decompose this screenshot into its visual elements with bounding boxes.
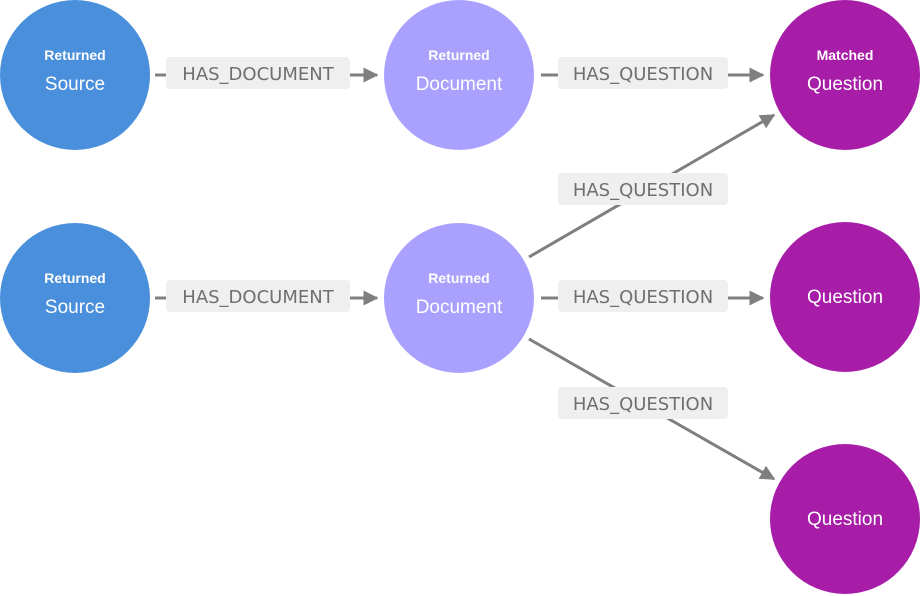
edge-label-background bbox=[558, 173, 728, 205]
node-question-2[interactable]: Question bbox=[770, 222, 920, 372]
node-sublabel: Returned bbox=[428, 270, 489, 286]
edge-document-2-to-question-2: HAS_QUESTION bbox=[541, 280, 765, 312]
node-label: Document bbox=[416, 297, 503, 318]
edge-label: HAS_QUESTION bbox=[573, 287, 713, 308]
document-node-circle[interactable] bbox=[384, 223, 534, 373]
node-label: Question bbox=[807, 74, 883, 95]
edge-label: HAS_DOCUMENT bbox=[182, 287, 334, 308]
question-node-circle[interactable] bbox=[770, 444, 920, 594]
node-question-3[interactable]: Question bbox=[770, 444, 920, 594]
edge-label: HAS_QUESTION bbox=[573, 180, 713, 201]
node-label: Question bbox=[807, 509, 883, 530]
source-node-circle[interactable] bbox=[0, 0, 150, 150]
node-sublabel: Matched bbox=[817, 47, 874, 63]
document-node-circle[interactable] bbox=[384, 0, 534, 150]
edge-label-background bbox=[558, 387, 728, 419]
edge-label-background bbox=[558, 57, 728, 89]
edge-source-1-to-document-1: HAS_DOCUMENT bbox=[155, 57, 379, 89]
node-sublabel: Returned bbox=[428, 47, 489, 63]
question-node-circle[interactable] bbox=[770, 0, 920, 150]
node-sublabel: Returned bbox=[44, 270, 105, 286]
edge-label-background bbox=[166, 280, 350, 312]
edge-document-2-to-question-1: HAS_QUESTION bbox=[528, 113, 776, 259]
edge-label-background bbox=[558, 280, 728, 312]
node-label: Document bbox=[416, 74, 503, 95]
node-label: Source bbox=[45, 74, 105, 95]
node-label: Source bbox=[45, 297, 105, 318]
source-node-circle[interactable] bbox=[0, 223, 150, 373]
node-label: Question bbox=[807, 287, 883, 308]
node-sublabel: Returned bbox=[44, 47, 105, 63]
question-node-circle[interactable] bbox=[770, 222, 920, 372]
edge-document-1-to-question-1: HAS_QUESTION bbox=[541, 57, 765, 89]
edge-label: HAS_QUESTION bbox=[573, 64, 713, 85]
edge-label-background bbox=[166, 57, 350, 89]
edge-source-2-to-document-2: HAS_DOCUMENT bbox=[155, 280, 379, 312]
edge-label: HAS_QUESTION bbox=[573, 394, 713, 415]
edge-document-2-to-question-3: HAS_QUESTION bbox=[528, 337, 776, 481]
edges-layer: HAS_DOCUMENT HAS_QUESTION HAS_DOCUMENT HAS_… bbox=[155, 57, 776, 481]
edge-label: HAS_DOCUMENT bbox=[182, 64, 334, 85]
